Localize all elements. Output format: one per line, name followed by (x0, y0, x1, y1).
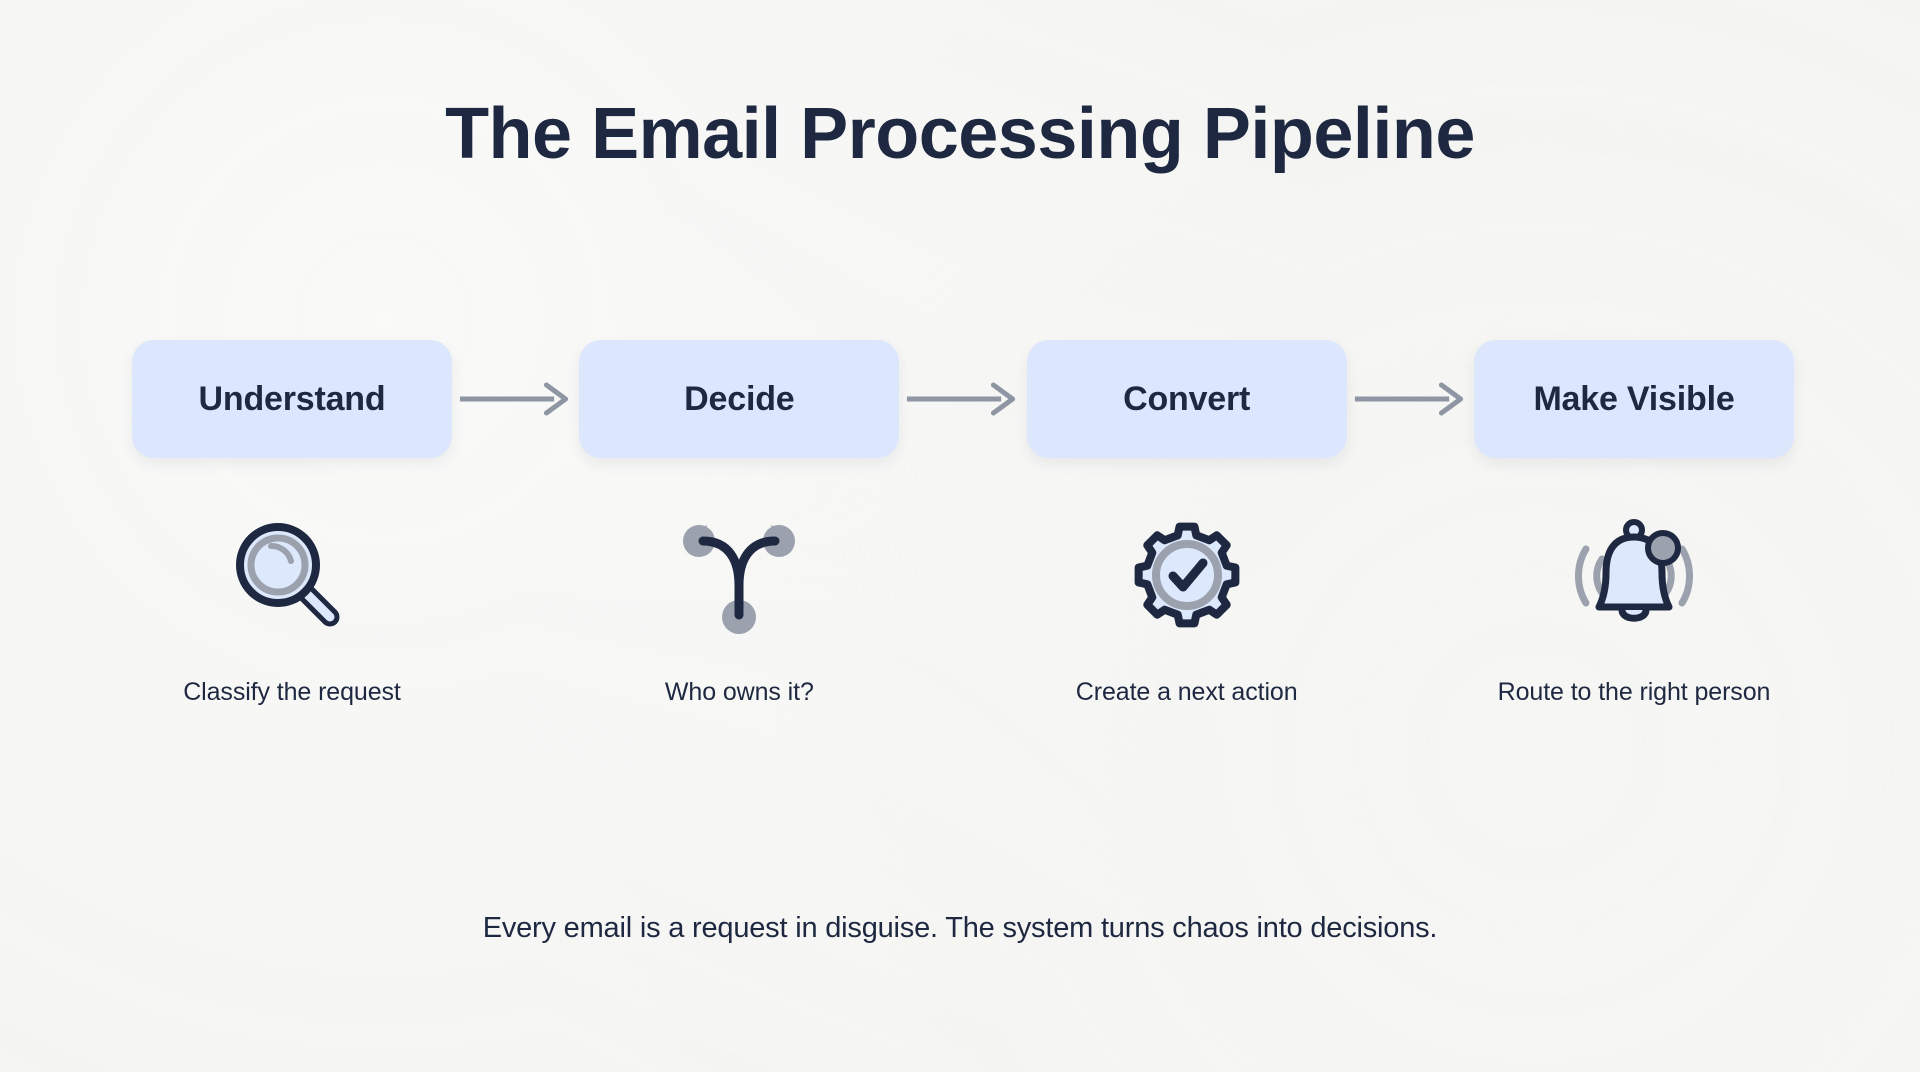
icon-cell-decide: Who owns it? (579, 510, 899, 707)
gear-check-icon (1117, 510, 1257, 640)
caption-understand: Classify the request (183, 678, 401, 706)
arrow-convert-to-make-visible (1353, 379, 1468, 419)
icon-cell-make-visible: Route to the right person (1474, 510, 1794, 707)
arrow-decide-to-convert (905, 379, 1020, 419)
caption-decide: Who owns it? (664, 678, 814, 706)
icon-cell-understand: Classify the request (132, 510, 452, 707)
icon-cell-convert: Create a next action (1027, 510, 1347, 707)
step-label-convert: Convert (1123, 379, 1251, 418)
pipeline-row: Understand Decide Convert (132, 338, 1794, 460)
step-pill-decide[interactable]: Decide (579, 340, 900, 458)
branch-fork-icon (669, 510, 809, 640)
step-label-decide: Decide (684, 379, 795, 418)
step-pill-understand[interactable]: Understand (132, 340, 452, 458)
magnifying-glass-icon (222, 510, 362, 640)
footer-tagline: Every email is a request in disguise. Th… (482, 912, 1438, 944)
step-label-understand: Understand (198, 379, 386, 418)
caption-convert: Create a next action (1075, 678, 1298, 706)
page-title: The Email Processing Pipeline (445, 94, 1475, 174)
step-pill-make-visible[interactable]: Make Visible (1473, 340, 1794, 458)
caption-make-visible: Route to the right person (1497, 678, 1771, 706)
step-pill-convert[interactable]: Convert (1026, 340, 1347, 458)
arrow-understand-to-decide (458, 379, 573, 419)
icons-row: Classify the request (132, 510, 1794, 707)
bell-icon (1564, 510, 1704, 640)
step-label-make-visible: Make Visible (1533, 379, 1735, 418)
